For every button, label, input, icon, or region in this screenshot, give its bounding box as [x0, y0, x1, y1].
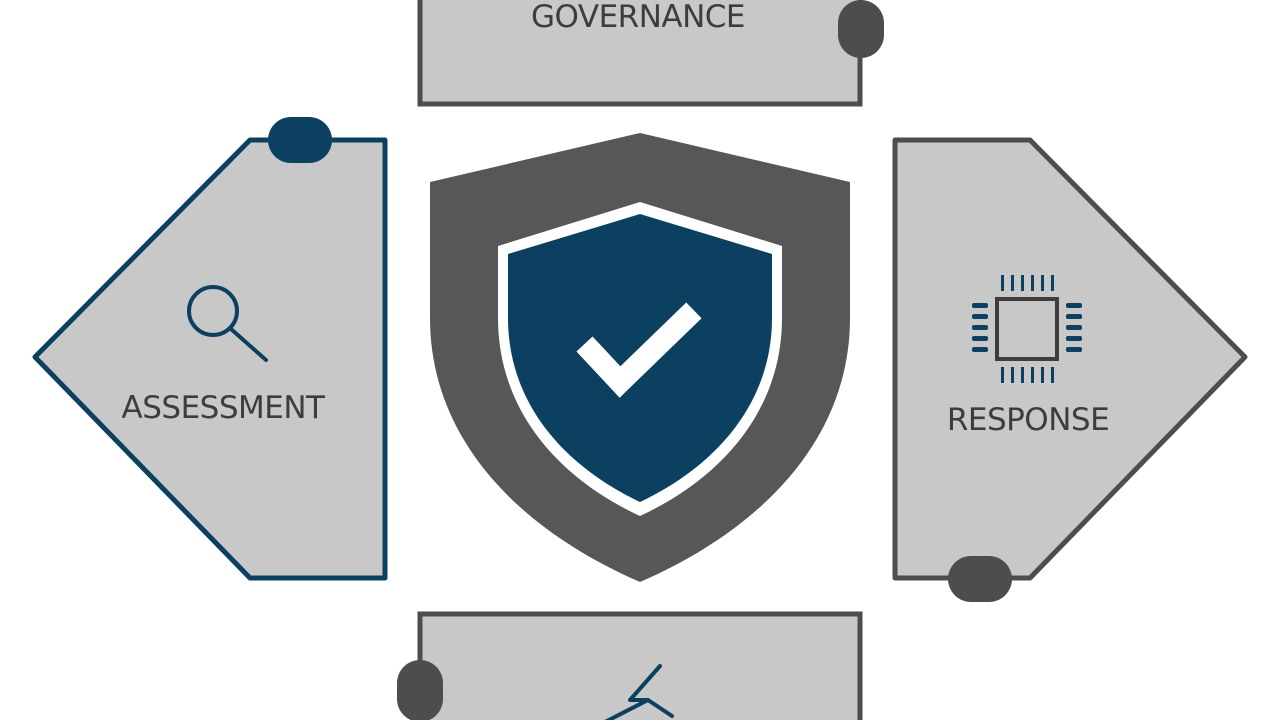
microchip-icon [972, 275, 1082, 383]
response-block-shape [892, 137, 1248, 581]
checkmark-icon [576, 302, 702, 398]
assessment-label: ASSESSMENT [121, 390, 325, 426]
response-block [892, 137, 1248, 602]
assessment-block-shape [32, 137, 388, 581]
assessment-block [32, 117, 388, 581]
magnifier-icon [187, 285, 268, 362]
response-connector-tab [948, 556, 1012, 602]
governance-label: GOVERNANCE [530, 0, 746, 35]
lightning-bolt-icon [603, 664, 674, 724]
governance-connector-tab [838, 0, 884, 58]
response-label: RESPONSE [946, 402, 1110, 438]
shield-check-icon [430, 133, 850, 582]
bottom-block [397, 611, 863, 725]
assessment-connector-tab [268, 117, 332, 163]
bottom-connector-tab [397, 660, 443, 722]
governance-block [417, 0, 884, 107]
governance-block-shape [417, 0, 863, 107]
